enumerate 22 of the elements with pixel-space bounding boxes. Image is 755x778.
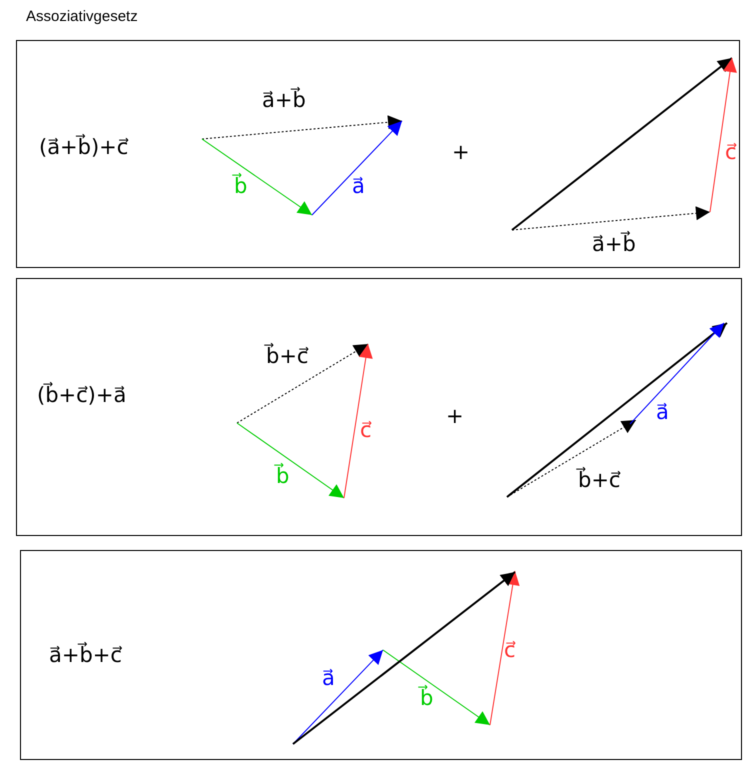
plus-sign: + [446,404,464,430]
vector-label: b⃗ [234,174,248,200]
vector-label: a⃗+b⃗ [592,232,636,258]
vector-label: a⃗ [352,174,365,200]
vector-label: b⃗ [276,464,290,490]
vector-label: c⃗ [725,140,737,166]
panel-frame [20,550,742,760]
vector-label: c⃗ [504,638,516,664]
title: Assoziativgesetz [26,8,138,25]
formula: (b⃗+c⃗)+a⃗ [37,383,126,408]
vector-label: b⃗ [420,686,434,712]
vector-label: a⃗ [656,400,669,426]
plus-sign: + [452,140,470,166]
vector-label: a⃗ [322,666,335,692]
vector-label: c⃗ [360,418,372,444]
panel-frame [16,40,740,268]
formula: (a⃗+b⃗)+c⃗ [39,135,128,160]
vector-label: a⃗+b⃗ [262,88,306,114]
formula: a⃗+b⃗+c⃗ [49,643,122,668]
panel-frame [16,278,742,536]
vector-label: b⃗+c⃗ [266,344,308,370]
vector-label: b⃗+c⃗ [578,468,620,494]
